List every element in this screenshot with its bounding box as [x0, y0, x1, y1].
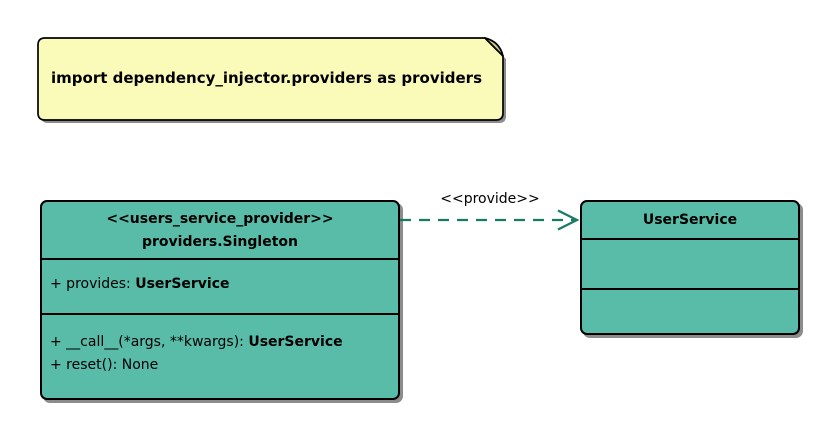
- attribute-provides-prefix: + provides:: [50, 276, 136, 292]
- class-box-providers-singleton: <<users_service_provider>> providers.Sin…: [40, 200, 400, 400]
- class-attributes-section: + provides: UserService: [42, 258, 398, 313]
- method-reset: + reset(): None: [50, 357, 159, 373]
- note-fold-corner-icon: [484, 37, 504, 57]
- class-methods-section-empty: [582, 288, 798, 333]
- class-header-section: <<users_service_provider>> providers.Sin…: [42, 202, 398, 258]
- provide-dependency-arrow: [400, 209, 580, 231]
- provide-arrow-label: <<provide>>: [440, 191, 540, 207]
- method-call-prefix: + __call__(*args, **kwargs):: [50, 334, 249, 350]
- class-header-section: UserService: [582, 202, 798, 238]
- class-name: UserService: [642, 212, 738, 228]
- class-box-userservice: UserService: [580, 200, 800, 335]
- import-note: import dependency_injector.providers as …: [37, 37, 506, 123]
- class-methods-section: + __call__(*args, **kwargs): UserService…: [42, 313, 398, 398]
- method-call: + __call__(*args, **kwargs): UserService: [42, 331, 398, 354]
- note-shape: [37, 37, 506, 123]
- class-attributes-section-empty: [582, 238, 798, 288]
- note-text: import dependency_injector.providers as …: [51, 69, 483, 87]
- note-body: [37, 37, 504, 121]
- class-stereotype: <<users_service_provider>>: [106, 211, 334, 227]
- arrow-head-icon: [557, 209, 580, 231]
- class-name: providers.Singleton: [142, 234, 298, 250]
- method-call-type: UserService: [248, 334, 343, 350]
- attribute-provides-type: UserService: [135, 276, 230, 292]
- attribute-provides: + provides: UserService: [42, 260, 398, 296]
